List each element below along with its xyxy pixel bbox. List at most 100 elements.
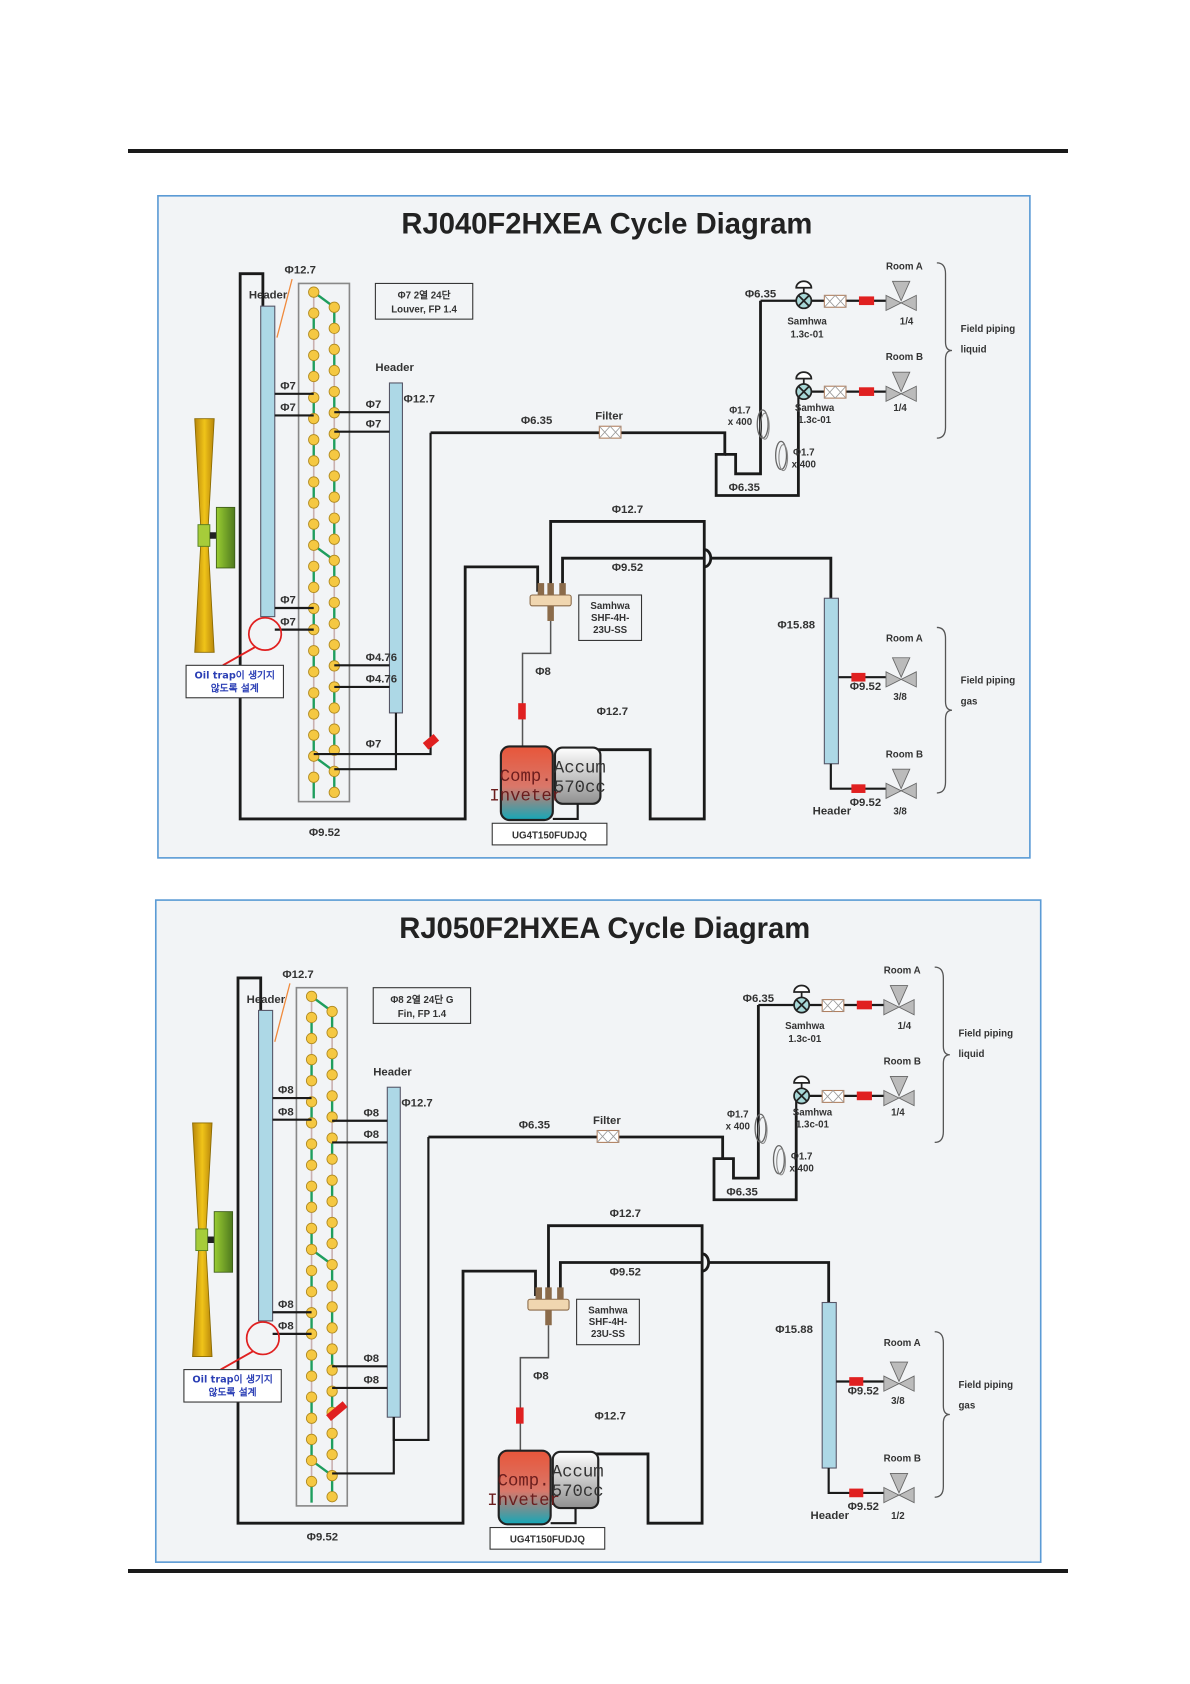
- eev-b-label-2: 1.3c-01: [798, 415, 832, 426]
- filter-body: [821, 1089, 845, 1103]
- liquid-service-valve-b-icon: [883, 1075, 915, 1107]
- left-header-pipe-label: Φ12.7: [285, 265, 316, 277]
- hex-spec-line-1: Φ7 2열 24단: [398, 289, 451, 302]
- diagram-title: RJ050F2HXEA Cycle Diagram: [399, 913, 810, 945]
- field-liquid-brace: [934, 966, 950, 1144]
- filter-mesh: [824, 385, 847, 399]
- liquid-valve-a-size: 1/4: [900, 317, 914, 328]
- tube-dot: [326, 1322, 338, 1334]
- suction-pipe: [519, 1325, 550, 1454]
- capillary-a-label-1: Φ1.7: [727, 1110, 749, 1121]
- capillary-b-label-2: x 400: [789, 1164, 813, 1175]
- valve-right: [900, 782, 917, 800]
- tube-dot: [326, 1343, 338, 1355]
- field-gas-label-1: Field piping: [958, 1380, 1013, 1391]
- eev-cross: [795, 998, 808, 1012]
- gas-branch-b-label: Φ9.52: [848, 1501, 879, 1513]
- four-way-valve-icon: [529, 583, 572, 621]
- oil-trap-note-box: [183, 1369, 282, 1403]
- restrictor-icon: [326, 1401, 348, 1421]
- valve-stem: [889, 1473, 909, 1494]
- fv-body: [529, 594, 572, 607]
- gas-header-pipe-label: Φ15.88: [777, 620, 815, 632]
- tube-dot: [308, 349, 320, 362]
- valve-left: [883, 1375, 900, 1392]
- restrictor-icon: [516, 1407, 524, 1424]
- gas-branch-b-label: Φ9.52: [850, 797, 881, 809]
- oil-trap-circle: [247, 616, 283, 652]
- right-branch-label: Φ8: [363, 1129, 379, 1141]
- valve-right: [900, 294, 917, 312]
- gas-header: [821, 1301, 837, 1469]
- right-branch-label: Φ7: [366, 418, 382, 430]
- coil-2: [759, 412, 770, 440]
- right-branch-label: Φ8: [363, 1375, 379, 1387]
- hex-spec-line-2: Fin, FP 1.4: [398, 1009, 447, 1020]
- left-branch-label: Φ7: [280, 402, 296, 414]
- filter-mesh: [599, 425, 622, 439]
- tube-dot: [308, 518, 320, 530]
- tube-dot: [326, 1153, 338, 1165]
- tube-dot: [305, 1011, 318, 1024]
- valve-left: [885, 294, 903, 312]
- eev-cross: [795, 1089, 808, 1102]
- four-way-valve-label-1: Samhwa: [590, 601, 630, 612]
- eev-actuator: [795, 280, 813, 289]
- compressor-model-box: [489, 1526, 606, 1550]
- tube-dot: [308, 729, 320, 741]
- tube-dot: [308, 370, 320, 383]
- strainer-a-icon: [821, 998, 845, 1013]
- fan-hub: [197, 524, 211, 547]
- liquid-line-pipe-label: Φ6.35: [521, 415, 552, 427]
- tube-dot: [305, 1075, 318, 1087]
- left-header-pipe-label: Φ12.7: [282, 969, 313, 981]
- eev-b-label-1: Samhwa: [793, 1107, 833, 1118]
- valve-right: [900, 671, 917, 688]
- tube-dot: [305, 1222, 318, 1235]
- tube-dot: [308, 434, 320, 446]
- gas-room-a-label: Room A: [884, 1338, 921, 1349]
- eev-line-pipe-label: Φ6.35: [743, 993, 774, 1005]
- tube-dot: [328, 596, 340, 609]
- tube-dot: [326, 1195, 338, 1207]
- tube-dot: [326, 1216, 338, 1229]
- gas-branch-a-label: Φ9.52: [848, 1385, 879, 1397]
- leader-arrow: [274, 983, 291, 1042]
- tube-dot: [326, 1364, 338, 1376]
- tube-dot: [328, 744, 340, 756]
- hex-spec-line-1: Φ8 2열 24단 G: [390, 993, 453, 1006]
- fan-shaft: [207, 1236, 215, 1244]
- valve-stem: [891, 768, 911, 790]
- oil-trap-leader: [222, 646, 256, 667]
- field-liquid-label-2: liquid: [961, 345, 987, 356]
- valve-stem: [889, 1075, 909, 1097]
- compressor-model-label: UG4T150FUDJQ: [512, 830, 588, 841]
- gas-branch-b: [827, 1468, 885, 1494]
- eev-actuator: [793, 1075, 811, 1084]
- eev-cross: [797, 385, 810, 398]
- gas-branch-b: [829, 763, 888, 790]
- diagram-title: RJ040F2HXEA Cycle Diagram: [401, 209, 812, 241]
- hex-spec-line-2: Louver, FP 1.4: [391, 305, 457, 316]
- fv-body: [527, 1298, 570, 1311]
- liquid-service-valve-a-icon: [883, 985, 915, 1016]
- tube-dot: [328, 385, 340, 398]
- oil-trap-note-box: [185, 664, 284, 699]
- tube-dot: [326, 1069, 338, 1081]
- liquid-service-valve-a-icon: [885, 280, 917, 312]
- restrictor-icon: [849, 1377, 864, 1386]
- four-way-valve-label-2: SHF-4H-: [589, 1317, 627, 1328]
- tube-dot: [326, 1259, 338, 1271]
- bottom-pipe-label: Φ9.52: [307, 1532, 338, 1544]
- fv-port: [537, 583, 545, 597]
- filter-body: [823, 385, 847, 399]
- gas-pipe-label: Φ9.52: [612, 562, 643, 574]
- restrictor-icon: [858, 296, 875, 306]
- capillary-a-icon: [756, 409, 770, 440]
- tube-dot: [328, 618, 340, 630]
- valve-left: [885, 782, 903, 800]
- hex-spec-box: [372, 987, 472, 1024]
- tube-dot: [308, 687, 320, 699]
- compressor-label-1: Comp.: [498, 1472, 550, 1491]
